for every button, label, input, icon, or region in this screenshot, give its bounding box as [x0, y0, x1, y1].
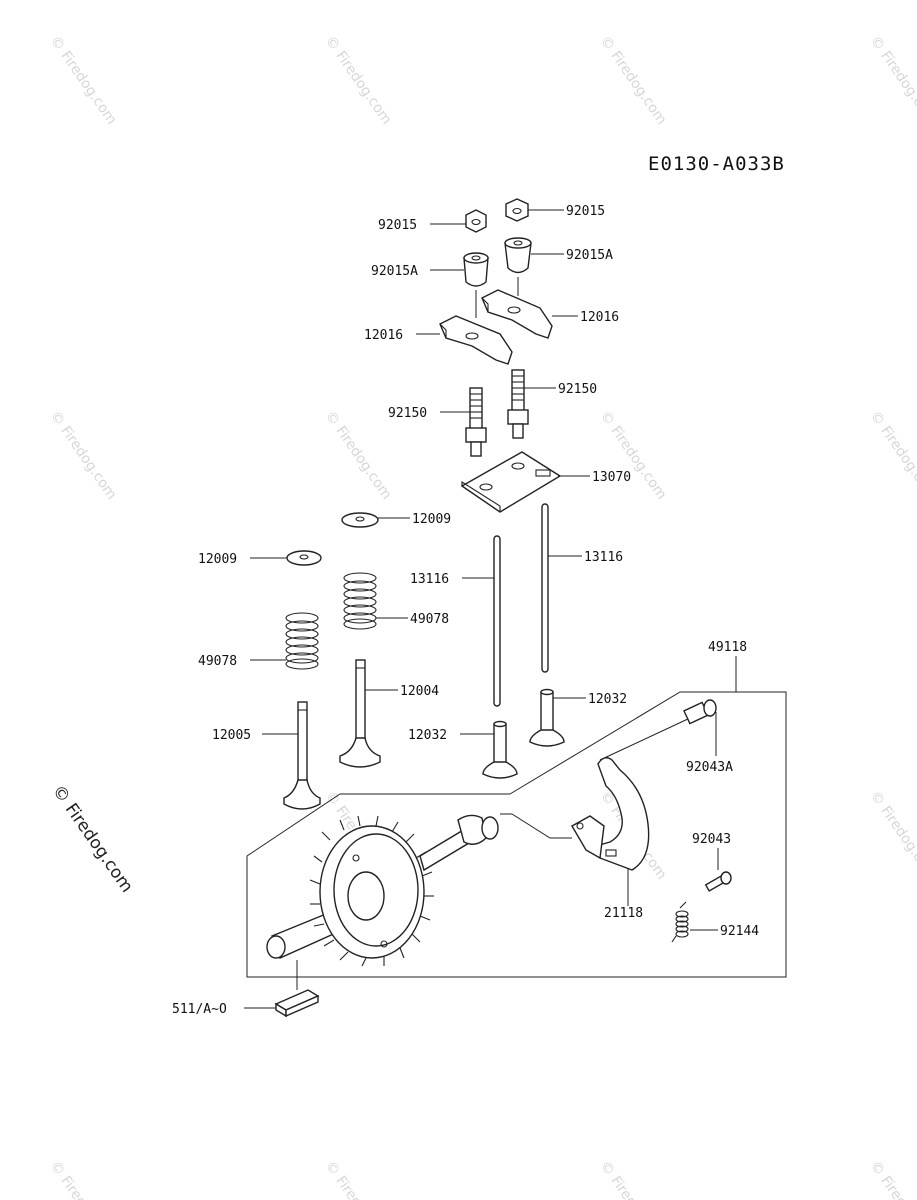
label-12005: 12005 — [212, 728, 251, 743]
label-49078-left: 49078 — [198, 654, 237, 669]
label-13116-right: 13116 — [584, 550, 623, 565]
diagram-code: E0130-A033B — [648, 153, 785, 175]
label-12032-left: 12032 — [408, 728, 447, 743]
push-rod-right — [541, 503, 549, 673]
watermark: © Firedog.com — [322, 408, 395, 502]
leader-lines — [244, 209, 719, 1009]
label-92144: 92144 — [720, 924, 759, 939]
camshaft-assembly-box — [246, 656, 787, 978]
label-12016-right: 12016 — [580, 310, 619, 325]
spring-92144 — [671, 901, 689, 943]
label-12009-left: 12009 — [198, 552, 237, 567]
cap-nut-left — [463, 252, 489, 287]
label-92150-right: 92150 — [558, 382, 597, 397]
watermarks: © Firedog.com © Firedog.com © Firedog.co… — [47, 33, 917, 1200]
retainer-left — [286, 550, 322, 566]
side-watermark: © Firedog.com — [48, 781, 137, 896]
part-labels: 92015 92015 92015A 92015A 12016 12016 92… — [172, 204, 759, 1017]
label-92015a-left: 92015A — [371, 264, 418, 279]
watermark: © Firedog.com — [597, 408, 670, 502]
camshaft — [266, 814, 499, 967]
tappet-left — [482, 720, 518, 779]
cap-nut-right — [504, 237, 532, 274]
watermark: © Firedog.com — [47, 408, 120, 502]
label-13070: 13070 — [592, 470, 631, 485]
label-92015-right: 92015 — [566, 204, 605, 219]
watermark: © Firedog.com — [867, 1158, 917, 1200]
label-12016-left: 12016 — [364, 328, 403, 343]
label-13116-left: 13116 — [410, 572, 449, 587]
label-12009-mid: 12009 — [412, 512, 451, 527]
nut-left — [465, 209, 487, 233]
label-12004: 12004 — [400, 684, 439, 699]
label-21118: 21118 — [604, 906, 643, 921]
label-92015a-right: 92015A — [566, 248, 613, 263]
label-92150-left: 92150 — [388, 406, 427, 421]
valve-intake — [339, 659, 381, 768]
push-rod-left — [493, 535, 501, 707]
watermark: © Firedog.com — [867, 408, 917, 502]
stud-left — [465, 387, 487, 457]
rocker-arm-left — [439, 315, 513, 365]
bolt-92043 — [704, 871, 732, 892]
guide-plate — [460, 451, 562, 513]
governor-weight — [571, 757, 650, 871]
retainer-mid — [341, 512, 379, 528]
watermark: © Firedog.com — [597, 33, 670, 127]
label-92043a: 92043A — [686, 760, 733, 775]
watermark: © Firedog.com — [867, 33, 917, 127]
label-49118: 49118 — [708, 640, 747, 655]
watermark: © Firedog.com — [597, 1158, 670, 1200]
bolt-92043a — [599, 699, 717, 761]
spring-mid — [343, 572, 377, 630]
watermark: © Firedog.com — [322, 33, 395, 127]
key — [274, 989, 320, 1018]
label-92015-left: 92015 — [378, 218, 417, 233]
label-92043: 92043 — [692, 832, 731, 847]
spring-left — [285, 612, 319, 670]
watermark: © Firedog.com — [867, 788, 917, 882]
watermark: © Firedog.com — [47, 33, 120, 127]
label-511: 511/A~O — [172, 1002, 227, 1017]
stud-right — [507, 369, 529, 439]
label-12032-right: 12032 — [588, 692, 627, 707]
watermark: © Firedog.com — [322, 1158, 395, 1200]
nut-right — [505, 198, 529, 222]
watermark: © Firedog.com — [47, 1158, 120, 1200]
rocker-arm-right — [481, 289, 553, 339]
tappet-right — [529, 688, 565, 747]
valve-exhaust — [283, 701, 321, 810]
label-49078-mid: 49078 — [410, 612, 449, 627]
